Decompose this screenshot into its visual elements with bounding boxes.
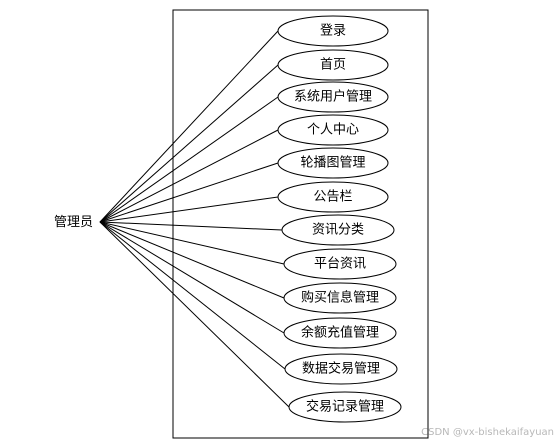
use-case-ellipse-platform-news <box>283 248 397 280</box>
association-line-home <box>99 64 279 223</box>
association-line-bulletin-board <box>99 196 279 223</box>
use-case-label-bulletin-board: 公告栏 <box>313 189 353 205</box>
use-case-label-news-category: 资讯分类 <box>311 222 365 238</box>
use-case-ellipse-login <box>277 15 389 47</box>
use-case-ellipse-system-user-mgmt <box>277 81 389 113</box>
system-boundary <box>172 9 429 439</box>
association-line-personal-center <box>99 129 279 223</box>
association-line-system-user-mgmt <box>99 96 279 223</box>
association-lines <box>99 30 290 408</box>
association-line-purchase-info-mgmt <box>99 221 285 299</box>
use-case-ellipse-bulletin-board <box>277 181 389 213</box>
use-case-label-carousel-mgmt: 轮播图管理 <box>300 155 366 171</box>
use-case-label-platform-news: 平台资讯 <box>313 256 367 272</box>
association-line-platform-news <box>99 221 285 265</box>
watermark: CSDN @vx-bishekaifayuan <box>421 427 554 438</box>
use-case-label-system-user-mgmt: 系统用户管理 <box>293 89 373 105</box>
association-line-balance-recharge-mgmt <box>99 221 285 334</box>
use-case-label-personal-center: 个人中心 <box>306 122 360 138</box>
use-case-ellipse-news-category <box>281 214 395 246</box>
use-case-ellipse-personal-center <box>277 114 389 146</box>
use-case-label-login: 登录 <box>319 23 347 39</box>
use-case-ellipse-trade-record-mgmt <box>288 391 402 423</box>
use-case-ellipse-carousel-mgmt <box>277 147 389 179</box>
use-case-ellipse-data-trade-mgmt <box>284 353 398 385</box>
use-case-ellipse-purchase-info-mgmt <box>283 282 397 314</box>
actor-admin-label: 管理员 <box>54 215 94 230</box>
association-line-news-category <box>99 221 283 231</box>
use-case-ellipse-balance-recharge-mgmt <box>283 317 397 349</box>
association-line-data-trade-mgmt <box>99 221 286 370</box>
use-case-label-purchase-info-mgmt: 购买信息管理 <box>300 290 380 306</box>
use-case-label-trade-record-mgmt: 交易记录管理 <box>305 399 385 415</box>
use-case-ellipses <box>277 15 402 423</box>
use-case-label-balance-recharge-mgmt: 余额充值管理 <box>300 325 380 341</box>
association-line-carousel-mgmt <box>99 162 279 223</box>
use-case-ellipse-home <box>277 49 389 81</box>
use-case-label-home: 首页 <box>319 57 347 73</box>
association-line-trade-record-mgmt <box>99 221 290 408</box>
use-case-label-data-trade-mgmt: 数据交易管理 <box>301 361 381 377</box>
association-line-login <box>99 30 279 223</box>
